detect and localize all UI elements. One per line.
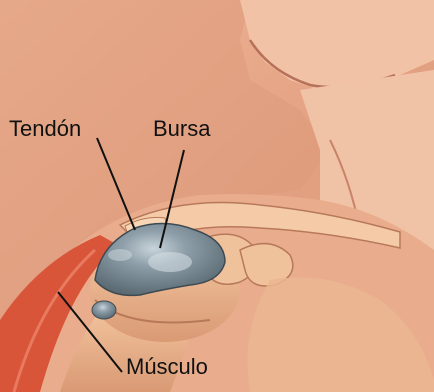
tendon-label: Tendón — [9, 117, 81, 141]
bursa-nodule — [92, 301, 116, 319]
musculo-label: Músculo — [126, 355, 208, 379]
bursa-label: Bursa — [153, 117, 210, 141]
